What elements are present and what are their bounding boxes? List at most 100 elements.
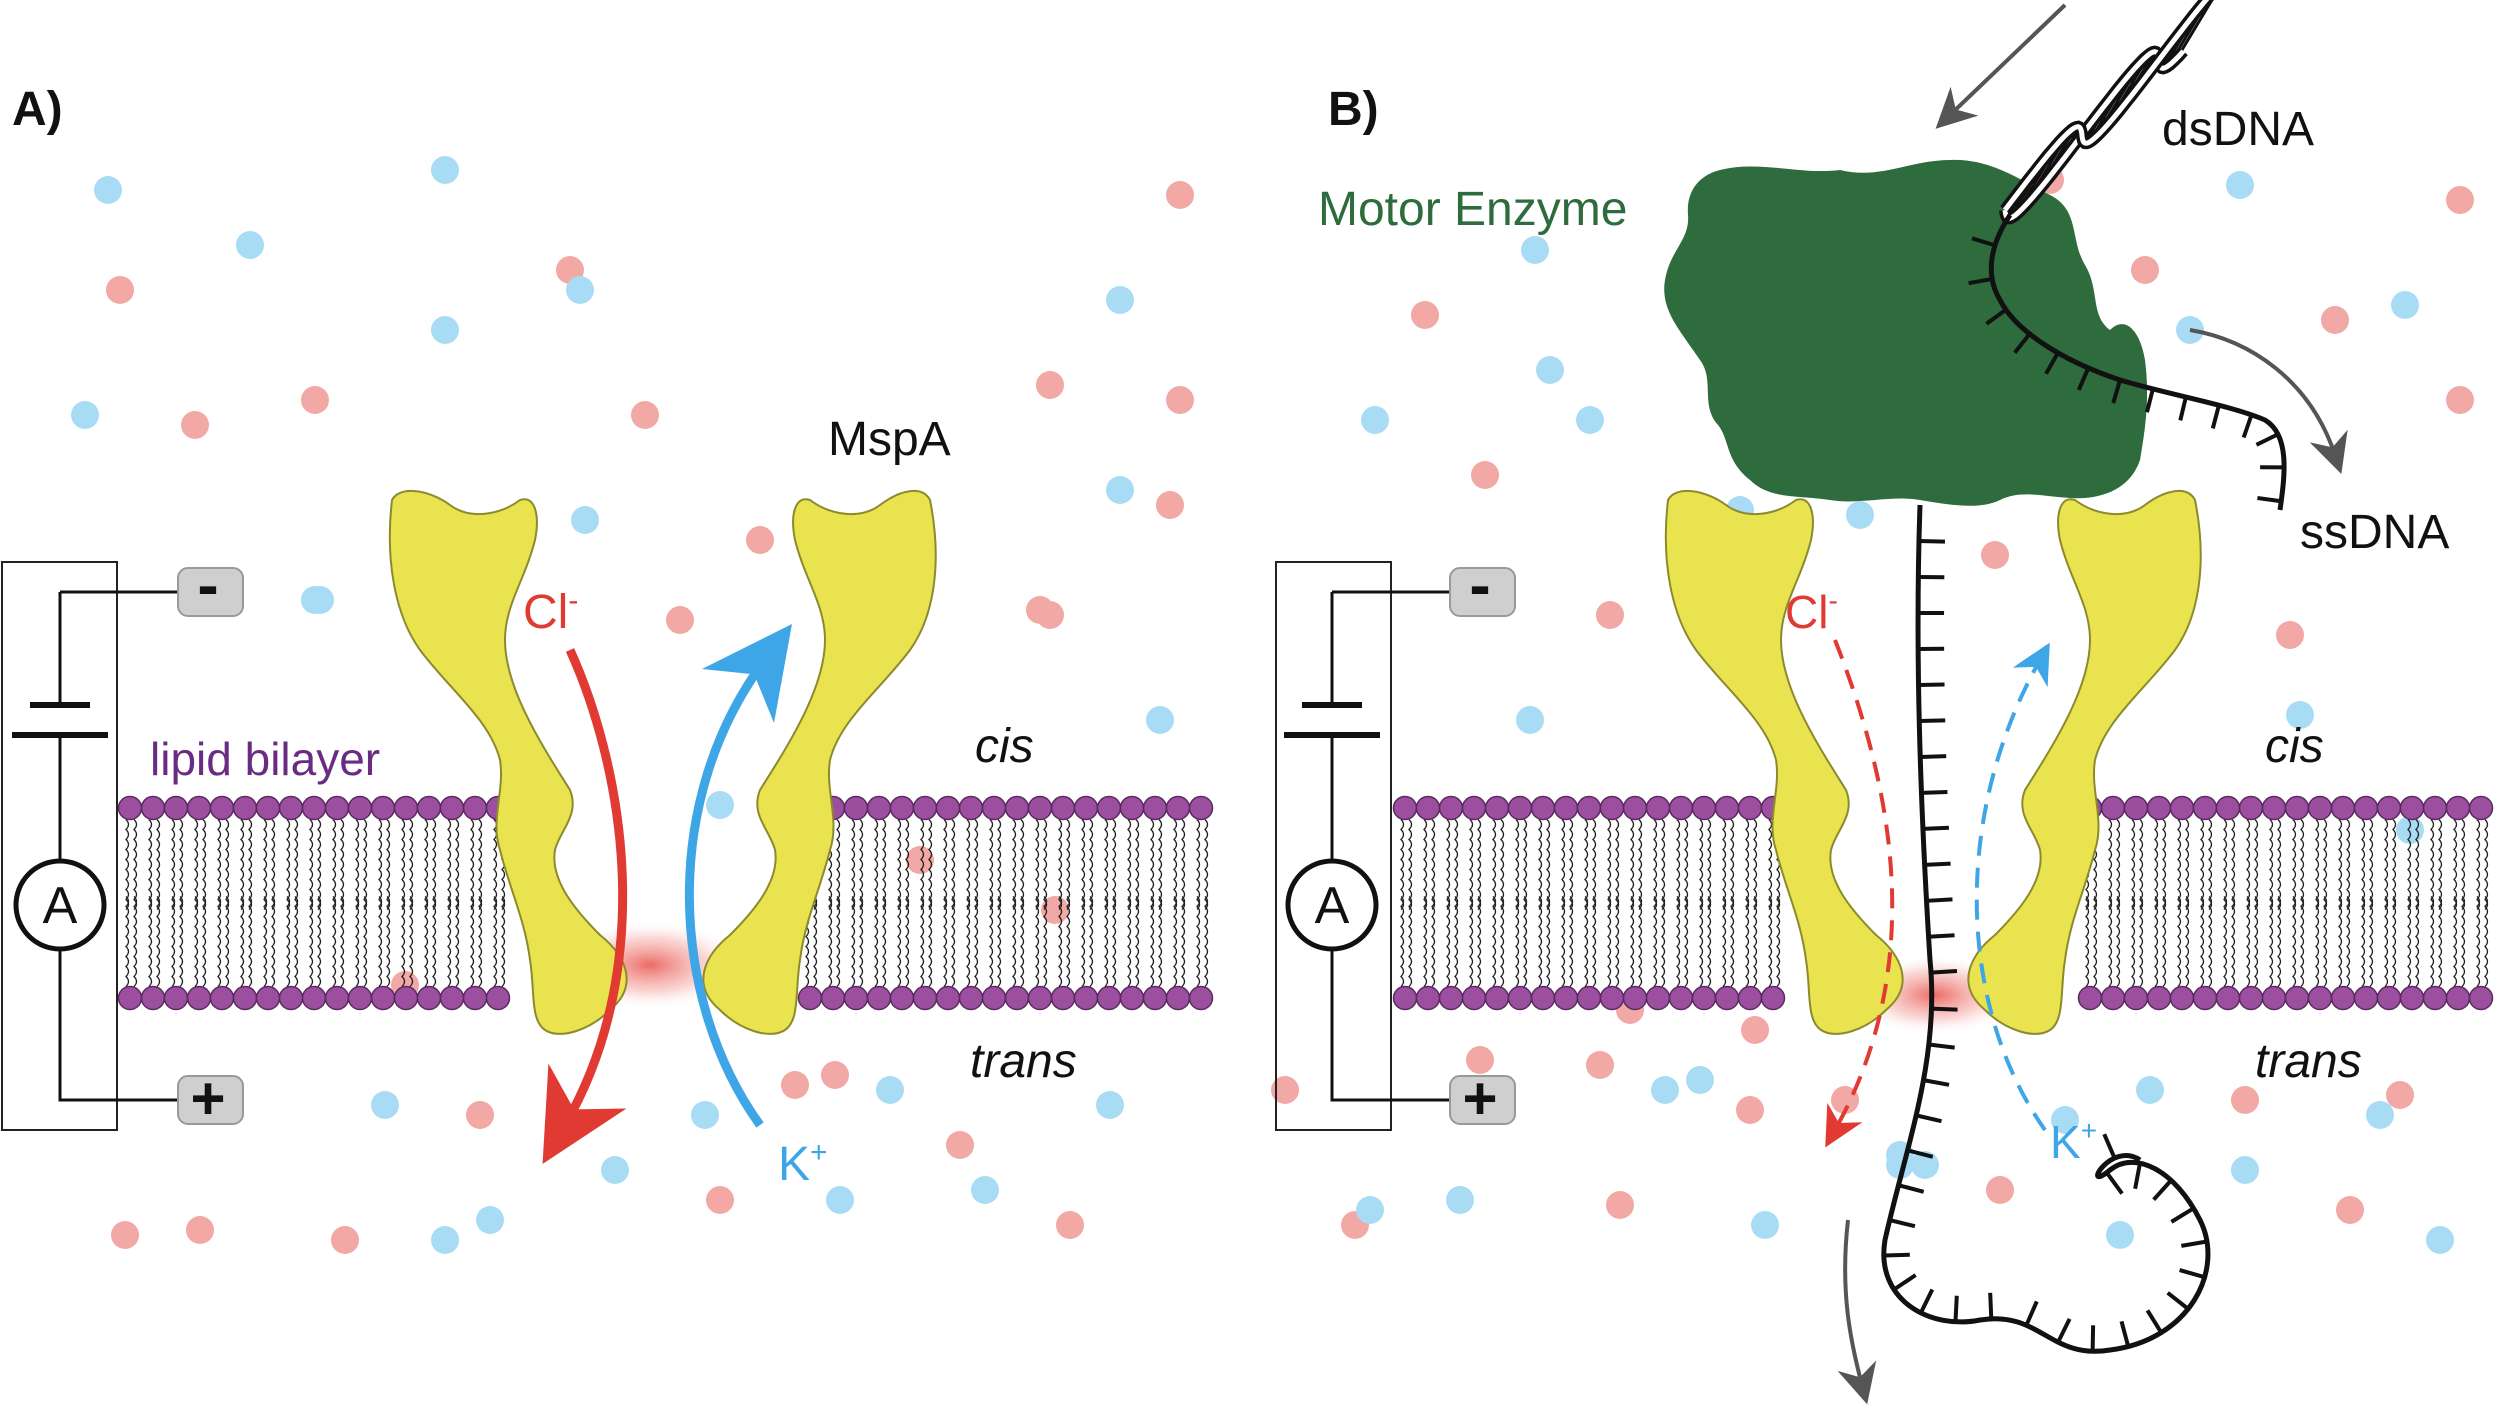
chloride-ion xyxy=(181,411,209,439)
potassium-ion xyxy=(1096,1091,1124,1119)
dsdna-label: dsDNA xyxy=(2162,103,2314,156)
potassium-ion xyxy=(2106,1221,2134,1249)
potassium-ion xyxy=(1106,476,1134,504)
electrode-positive-label-a: + xyxy=(190,1065,225,1132)
chloride-ion xyxy=(821,1061,849,1089)
chloride-ion xyxy=(781,1071,809,1099)
cis-label-b: cis xyxy=(2265,720,2324,773)
potassium-ion xyxy=(826,1186,854,1214)
potassium-ion xyxy=(1106,286,1134,314)
potassium-ion xyxy=(566,276,594,304)
ammeter-label-b: A xyxy=(1315,877,1350,935)
membrane-label: lipid bilayer xyxy=(150,733,380,785)
potassium-ion xyxy=(371,1091,399,1119)
chloride-ion xyxy=(1986,1176,2014,1204)
potassium-ion xyxy=(571,506,599,534)
chloride-ion xyxy=(2321,306,2349,334)
potassium-ion xyxy=(706,791,734,819)
chloride-ion xyxy=(1411,301,1439,329)
trans-label-b: trans xyxy=(2255,1035,2362,1088)
potassium-ion xyxy=(1516,706,1544,734)
potassium-ion xyxy=(691,1101,719,1129)
chloride-ion xyxy=(1471,461,1499,489)
chloride-ion xyxy=(106,276,134,304)
chloride-ion xyxy=(2386,1081,2414,1109)
potassium-ion xyxy=(301,586,329,614)
potassium-ion xyxy=(2136,1076,2164,1104)
potassium-ion xyxy=(1446,1186,1474,1214)
chloride-ion xyxy=(331,1226,359,1254)
chloride-ion xyxy=(2231,1086,2259,1114)
potassium-ion xyxy=(431,156,459,184)
chloride-ion xyxy=(111,1221,139,1249)
chloride-ion xyxy=(2276,621,2304,649)
chloride-ion xyxy=(666,606,694,634)
chloride-label-a: Cl- xyxy=(523,584,578,639)
chloride-ion xyxy=(1056,1211,1084,1239)
potassium-label-b: K+ xyxy=(2050,1115,2097,1168)
potassium-ion xyxy=(1686,1066,1714,1094)
chloride-ion xyxy=(1741,1016,1769,1044)
potassium-ion xyxy=(1651,1076,1679,1104)
motor-enzyme xyxy=(1664,160,2147,506)
ssdna-label: ssDNA xyxy=(2300,506,2449,559)
potassium-ion xyxy=(431,316,459,344)
potassium-ion xyxy=(971,1176,999,1204)
potassium-arrow-a xyxy=(689,660,765,1125)
potassium-ion xyxy=(1361,406,1389,434)
potassium-ion xyxy=(876,1076,904,1104)
potassium-ion xyxy=(476,1206,504,1234)
chloride-ion xyxy=(2446,186,2474,214)
potassium-ion xyxy=(1521,236,1549,264)
ammeter-label-a: A xyxy=(43,877,78,935)
chloride-ion xyxy=(1586,1051,1614,1079)
potassium-ion xyxy=(2366,1101,2394,1129)
enzyme-label: Motor Enzyme xyxy=(1318,183,1627,236)
chloride-ion xyxy=(1596,601,1624,629)
chloride-label-b: Cl- xyxy=(1785,585,1838,638)
potassium-ion xyxy=(71,401,99,429)
potassium-ion xyxy=(1576,406,1604,434)
chloride-ion xyxy=(301,386,329,414)
potassium-ion xyxy=(2391,291,2419,319)
chloride-ion xyxy=(2131,256,2159,284)
chloride-arrow-b xyxy=(1835,640,1892,1130)
potassium-ion xyxy=(431,1226,459,1254)
electrode-positive-label-b: + xyxy=(1462,1065,1497,1132)
potassium-ion xyxy=(2226,171,2254,199)
potassium-ion xyxy=(2426,1226,2454,1254)
chloride-ion xyxy=(946,1131,974,1159)
chloride-ion xyxy=(631,401,659,429)
electrode-negative-label-b: - xyxy=(1469,549,1490,621)
chloride-ion xyxy=(1736,1096,1764,1124)
chloride-ion xyxy=(2446,386,2474,414)
chloride-ion xyxy=(746,526,774,554)
mspa-pore-left-a xyxy=(390,491,627,1034)
potassium-ion xyxy=(1146,706,1174,734)
chloride-ion xyxy=(1026,596,1054,624)
chloride-ion xyxy=(1166,181,1194,209)
ssdna-exit-arrow xyxy=(2190,330,2335,455)
potassium-ion xyxy=(601,1156,629,1184)
pore-label: MspA xyxy=(828,413,951,466)
chloride-ion xyxy=(186,1216,214,1244)
panel-label-b: B) xyxy=(1328,83,1379,136)
chloride-ion xyxy=(1036,371,1064,399)
chloride-ion xyxy=(466,1101,494,1129)
cis-label-a: cis xyxy=(975,720,1034,773)
potassium-ion xyxy=(2396,816,2424,844)
chloride-ion xyxy=(1606,1191,1634,1219)
chloride-ion xyxy=(2336,1196,2364,1224)
translocation-arrow xyxy=(1845,1220,1862,1385)
potassium-ion xyxy=(1751,1211,1779,1239)
potassium-ion xyxy=(94,176,122,204)
circuit-a: A - + xyxy=(2,549,243,1132)
potassium-ion xyxy=(2231,1156,2259,1184)
mspa-pore-left-b xyxy=(1666,491,1903,1034)
chloride-ion xyxy=(1981,541,2009,569)
electrode-negative-label-a: - xyxy=(197,549,218,621)
chloride-ion xyxy=(706,1186,734,1214)
potassium-ion xyxy=(1536,356,1564,384)
panel-label-a: A) xyxy=(12,83,63,136)
